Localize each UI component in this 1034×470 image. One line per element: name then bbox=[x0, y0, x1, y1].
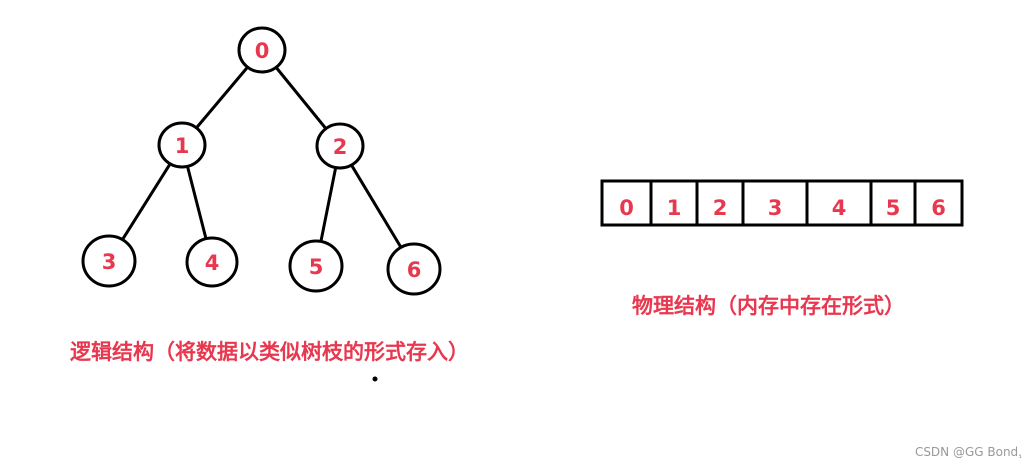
tree-node-label: 1 bbox=[175, 134, 190, 158]
tree-edge-2-5 bbox=[319, 166, 338, 243]
tree-node-label: 6 bbox=[407, 258, 422, 282]
tree-node-1: 1 bbox=[157, 121, 207, 169]
tree-edge-0-2 bbox=[274, 65, 328, 131]
tree-node-6: 6 bbox=[386, 242, 442, 296]
tree-node-circle bbox=[386, 242, 442, 296]
tree-node-circle bbox=[237, 26, 287, 74]
tree-node-2: 2 bbox=[315, 122, 365, 170]
stray-dot bbox=[372, 376, 378, 382]
tree-node-circle bbox=[157, 121, 207, 169]
array-cell-2: 2 bbox=[713, 196, 728, 220]
tree-node-circle bbox=[81, 234, 137, 288]
logical-structure-caption: 逻辑结构（将数据以类似树枝的形式存入） bbox=[70, 340, 469, 364]
tree-node-0: 0 bbox=[237, 26, 287, 74]
array-cell-3: 3 bbox=[768, 196, 783, 220]
tree-diagram: 0 1 2 3 4 5 6 bbox=[81, 26, 442, 296]
tree-node-label: 3 bbox=[102, 250, 117, 274]
tree-node-circle bbox=[185, 236, 239, 288]
tree-node-4: 4 bbox=[185, 236, 239, 288]
array-border bbox=[600, 179, 964, 227]
array-cell-6: 6 bbox=[931, 196, 946, 220]
tree-node-circle bbox=[288, 239, 344, 293]
tree-node-circle bbox=[315, 122, 365, 170]
tree-node-5: 5 bbox=[288, 239, 344, 293]
tree-edge-1-4 bbox=[185, 164, 208, 241]
array-cell-5: 5 bbox=[886, 196, 901, 220]
tree-edge-0-1 bbox=[194, 65, 250, 130]
tree-node-label: 2 bbox=[333, 135, 348, 159]
tree-node-label: 0 bbox=[255, 39, 270, 63]
array-cell-4: 4 bbox=[832, 196, 847, 220]
csdn-watermark: CSDN @GG Bond.ฺ bbox=[914, 445, 1022, 459]
array-diagram: 0 1 2 3 4 5 6 bbox=[600, 179, 964, 227]
array-cell-0: 0 bbox=[619, 196, 634, 220]
physical-structure-caption: 物理结构（内存中存在形式） bbox=[632, 294, 905, 318]
tree-node-label: 5 bbox=[309, 255, 324, 279]
array-cell-1: 1 bbox=[667, 196, 682, 220]
tree-edge-1-3 bbox=[120, 162, 172, 242]
tree-node-label: 4 bbox=[205, 251, 220, 275]
tree-node-3: 3 bbox=[81, 234, 137, 288]
tree-edge-2-6 bbox=[349, 163, 403, 249]
